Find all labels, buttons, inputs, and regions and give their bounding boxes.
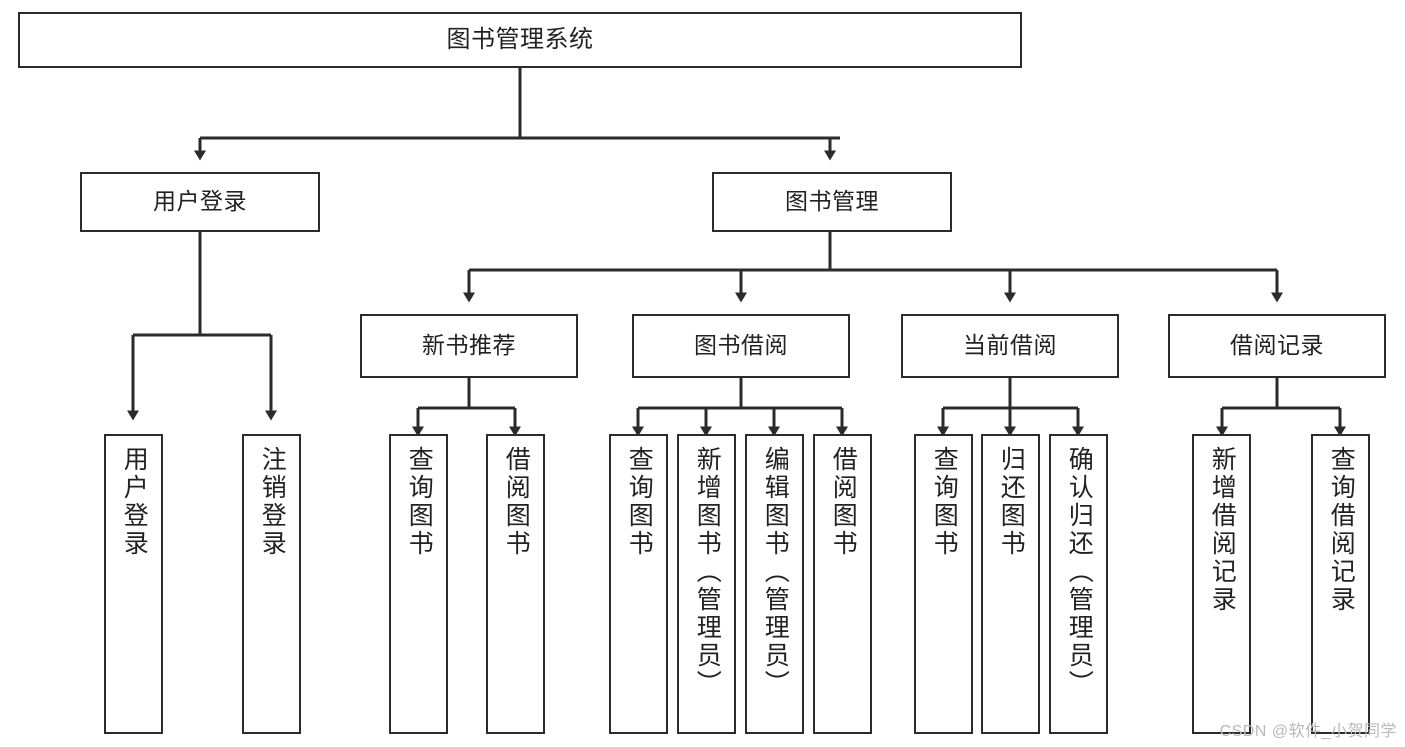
node-leaf-borrow-book-2[interactable]: 借阅图书	[813, 434, 872, 734]
node-leaf-query-record-label: 查询借阅记录	[1327, 446, 1356, 614]
node-leaf-query-book-3[interactable]: 查询图书	[914, 434, 973, 734]
node-leaf-add-book-label: 新增图书（管理员）	[693, 446, 722, 698]
node-leaf-borrow-book-2-label: 借阅图书	[829, 446, 858, 558]
node-leaf-add-record-label: 新增借阅记录	[1208, 446, 1237, 614]
csdn-watermark: CSDN @软件_小贺同学	[1219, 723, 1397, 740]
node-leaf-query-book-3-label: 查询图书	[930, 446, 959, 558]
node-current-borrow[interactable]: 当前借阅	[901, 314, 1119, 378]
node-leaf-add-record[interactable]: 新增借阅记录	[1192, 434, 1251, 734]
node-root[interactable]: 图书管理系统	[18, 12, 1022, 68]
node-borrow-record[interactable]: 借阅记录	[1168, 314, 1386, 378]
node-leaf-borrow-book-1[interactable]: 借阅图书	[486, 434, 545, 734]
node-leaf-user-logout-label: 注销登录	[258, 446, 287, 558]
node-borrow-record-label: 借阅记录	[1230, 332, 1324, 359]
node-book-borrow[interactable]: 图书借阅	[632, 314, 850, 378]
node-leaf-query-book-2-label: 查询图书	[625, 446, 654, 558]
node-leaf-user-login-label: 用户登录	[120, 446, 149, 558]
node-leaf-return-book-label: 归还图书	[997, 446, 1026, 558]
node-leaf-confirm-return-label: 确认归还（管理员）	[1065, 446, 1094, 698]
node-leaf-return-book[interactable]: 归还图书	[981, 434, 1040, 734]
node-leaf-edit-book[interactable]: 编辑图书（管理员）	[745, 434, 804, 734]
node-leaf-query-book-2[interactable]: 查询图书	[609, 434, 668, 734]
node-new-book-recommend-label: 新书推荐	[422, 332, 516, 359]
node-user-login-label: 用户登录	[153, 188, 247, 215]
node-leaf-user-login[interactable]: 用户登录	[104, 434, 163, 734]
node-leaf-add-book[interactable]: 新增图书（管理员）	[677, 434, 736, 734]
node-current-borrow-label: 当前借阅	[963, 332, 1057, 359]
node-leaf-borrow-book-1-label: 借阅图书	[502, 446, 531, 558]
node-book-manage-label: 图书管理	[785, 188, 879, 215]
node-leaf-edit-book-label: 编辑图书（管理员）	[761, 446, 790, 698]
node-leaf-confirm-return[interactable]: 确认归还（管理员）	[1049, 434, 1108, 734]
node-leaf-user-logout[interactable]: 注销登录	[242, 434, 301, 734]
node-user-login[interactable]: 用户登录	[80, 172, 320, 232]
node-new-book-recommend[interactable]: 新书推荐	[360, 314, 578, 378]
node-leaf-query-record[interactable]: 查询借阅记录	[1311, 434, 1370, 734]
node-book-borrow-label: 图书借阅	[694, 332, 788, 359]
node-root-label: 图书管理系统	[446, 25, 594, 53]
node-leaf-query-book-1-label: 查询图书	[405, 446, 434, 558]
node-leaf-query-book-1[interactable]: 查询图书	[389, 434, 448, 734]
node-book-manage[interactable]: 图书管理	[712, 172, 952, 232]
